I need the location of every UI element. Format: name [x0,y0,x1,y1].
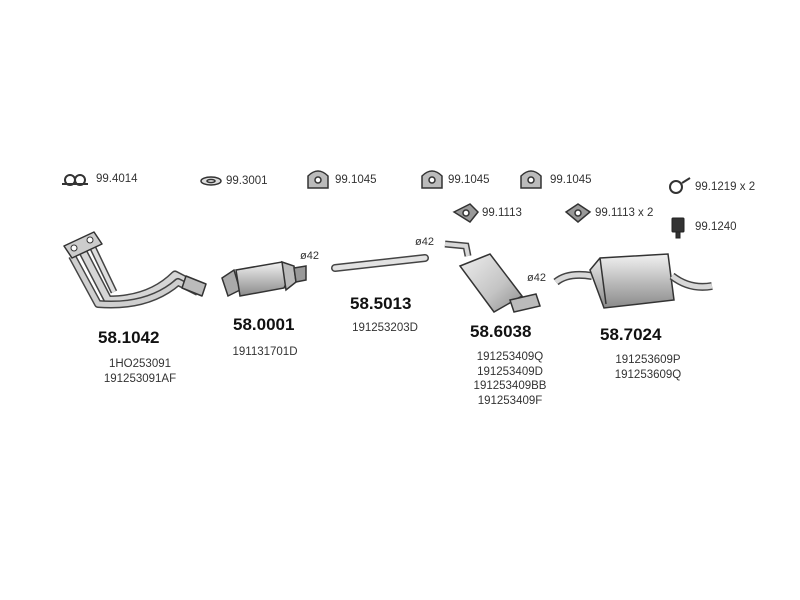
oe-reference: 191253609Q [614,368,682,381]
accessory-code: 99.1113 [482,207,522,219]
oe-reference-list: 191253609P 191253609Q [593,353,703,382]
rubber-hanger-icon [307,170,329,189]
rubber-hanger-icon [421,170,443,189]
accessory-code: 99.1045 [550,174,592,186]
diameter-label: ø42 [415,236,434,248]
mounting-rubber-icon [452,203,480,223]
diameter-label: ø42 [527,272,546,284]
oe-reference: 191253409Q [476,351,544,363]
oe-reference-list: 191253203D [330,321,440,336]
accessory-code: 99.3001 [226,175,268,187]
front-pipe-drawing [63,231,207,309]
intermediate-pipe-drawing [331,254,429,272]
catalytic-converter-drawing [221,260,307,298]
oe-reference: 191253409F [477,394,543,407]
rubber-hanger-icon [520,170,542,189]
part-number: 58.5013 [350,294,412,313]
part-number: 58.1042 [98,328,160,347]
oe-reference-list: 1HO253091 191253091AF [80,357,200,386]
accessory-code: 99.1240 [695,221,737,233]
accessory-code: 99.1219 x 2 [695,181,756,193]
hook-clip-icon [669,177,691,194]
rubber-buffer-icon [671,217,685,239]
mounting-rubber-icon [564,203,592,223]
oe-reference: 191131701D [232,346,298,358]
oe-reference: 1HO253091 [108,358,172,370]
diameter-label: ø42 [300,250,319,262]
accessory-code: 99.1045 [335,174,377,186]
accessory-code: 99.1113 x 2 [595,207,654,219]
part-number: 58.6038 [470,322,532,341]
oe-reference: 191253091AF [103,372,177,385]
clamp-ring-icon [62,174,88,186]
accessory-code: 99.1045 [448,174,490,186]
middle-silencer-drawing [444,240,541,313]
oe-reference: 191253409BB [473,380,547,392]
oe-reference: 191253409D [477,365,543,378]
oe-reference-list: 191253409Q 191253409D 191253409BB 191253… [455,350,565,408]
oe-reference: 191253203D [352,322,418,334]
oe-reference: 191253609P [615,354,681,366]
oe-reference-list: 191131701D [210,345,320,360]
gasket-ring-icon [200,176,222,186]
part-number: 58.0001 [233,315,295,334]
rear-silencer-drawing [553,253,713,309]
part-number: 58.7024 [600,325,662,344]
accessory-code: 99.4014 [96,173,138,185]
